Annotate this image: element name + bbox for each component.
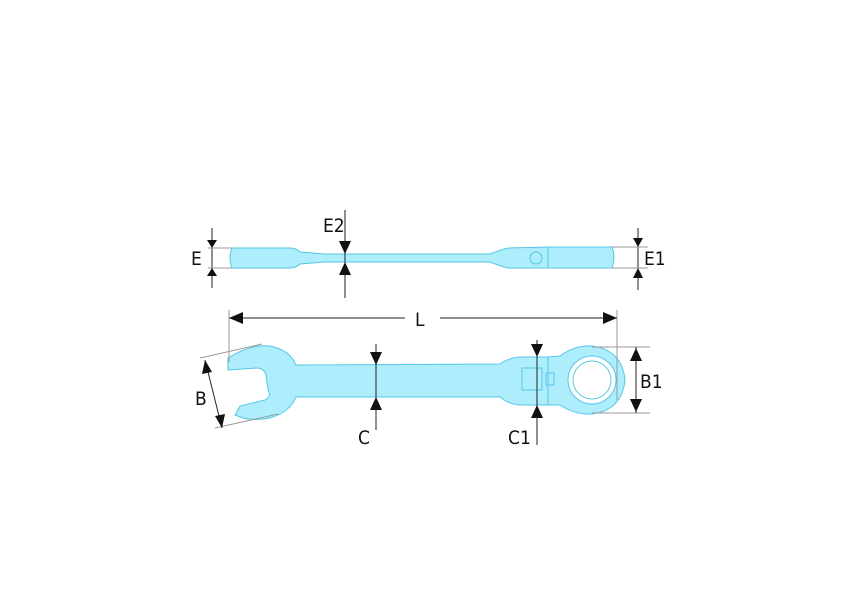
wrench-front-view (227, 345, 626, 420)
wrench-side-view (229, 246, 615, 269)
dimension-C: C (358, 344, 382, 449)
label-L: L (415, 309, 425, 331)
pivot-pin (529, 251, 543, 265)
label-E1: E1 (644, 248, 666, 270)
label-E: E (191, 248, 202, 270)
label-C1: C1 (508, 427, 531, 449)
dimension-L: L (228, 309, 618, 400)
dimension-B: B (195, 343, 279, 429)
label-B1: B1 (640, 371, 663, 393)
label-B: B (195, 388, 207, 410)
dimension-E: E (191, 228, 232, 288)
dimension-E1: E1 (612, 228, 666, 290)
ratchet-hinge (521, 367, 543, 391)
label-E2: E2 (323, 215, 345, 237)
dimension-B1: B1 (592, 346, 663, 414)
label-C: C (358, 427, 370, 449)
dimension-E2: E2 (323, 210, 351, 298)
dimension-C1: C1 (508, 340, 543, 449)
